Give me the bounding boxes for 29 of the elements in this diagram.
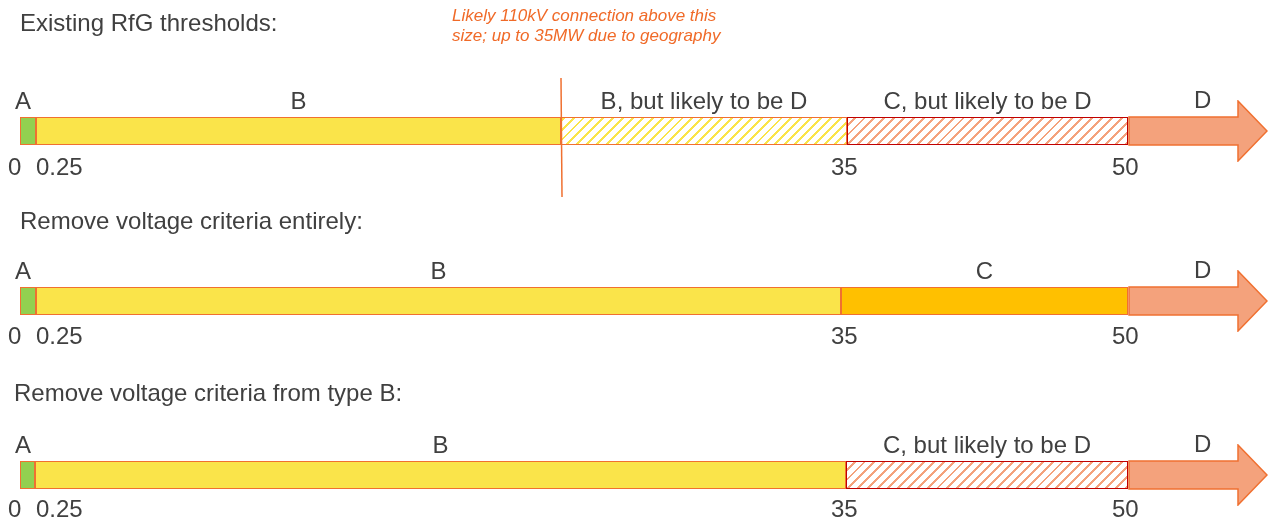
tick-value: 0.25 — [36, 323, 83, 350]
segment-label: D — [1194, 86, 1212, 113]
segment-label: A — [15, 87, 31, 114]
tick-value: 35 — [831, 323, 858, 350]
segment-label: D — [1194, 256, 1212, 283]
segment-label: B — [290, 87, 307, 114]
segment-label: B, but likely to be D — [600, 87, 808, 114]
segment-label: C, but likely to be D — [882, 431, 1092, 458]
row-heading: Existing RfG thresholds: — [20, 10, 278, 37]
tick-value: 0.25 — [36, 496, 83, 523]
tick-value: 0 — [8, 496, 22, 523]
segment-label: A — [15, 257, 31, 284]
annotation-note: Likely 110kV connection above this size; up to 35MW due to geography — [452, 6, 722, 47]
tick-value: 0.25 — [36, 154, 83, 181]
tick-value: 50 — [1112, 496, 1139, 523]
segment-label: A — [15, 431, 31, 458]
tick-value: 0 — [8, 154, 22, 181]
tick-value: 50 — [1112, 323, 1139, 350]
row-heading: Remove voltage criteria from type B: — [14, 380, 403, 407]
tick-value: 50 — [1112, 154, 1139, 181]
segment-label: C, but likely to be D — [883, 87, 1092, 114]
segment-label: C — [975, 257, 994, 284]
segment-label: D — [1194, 430, 1212, 457]
row-heading: Remove voltage criteria entirely: — [20, 208, 363, 235]
tick-value: 35 — [831, 496, 858, 523]
tick-value: 35 — [831, 154, 858, 181]
tick-value: 0 — [8, 323, 22, 350]
segment-label: B — [430, 257, 447, 284]
segment-label: B — [432, 431, 449, 458]
